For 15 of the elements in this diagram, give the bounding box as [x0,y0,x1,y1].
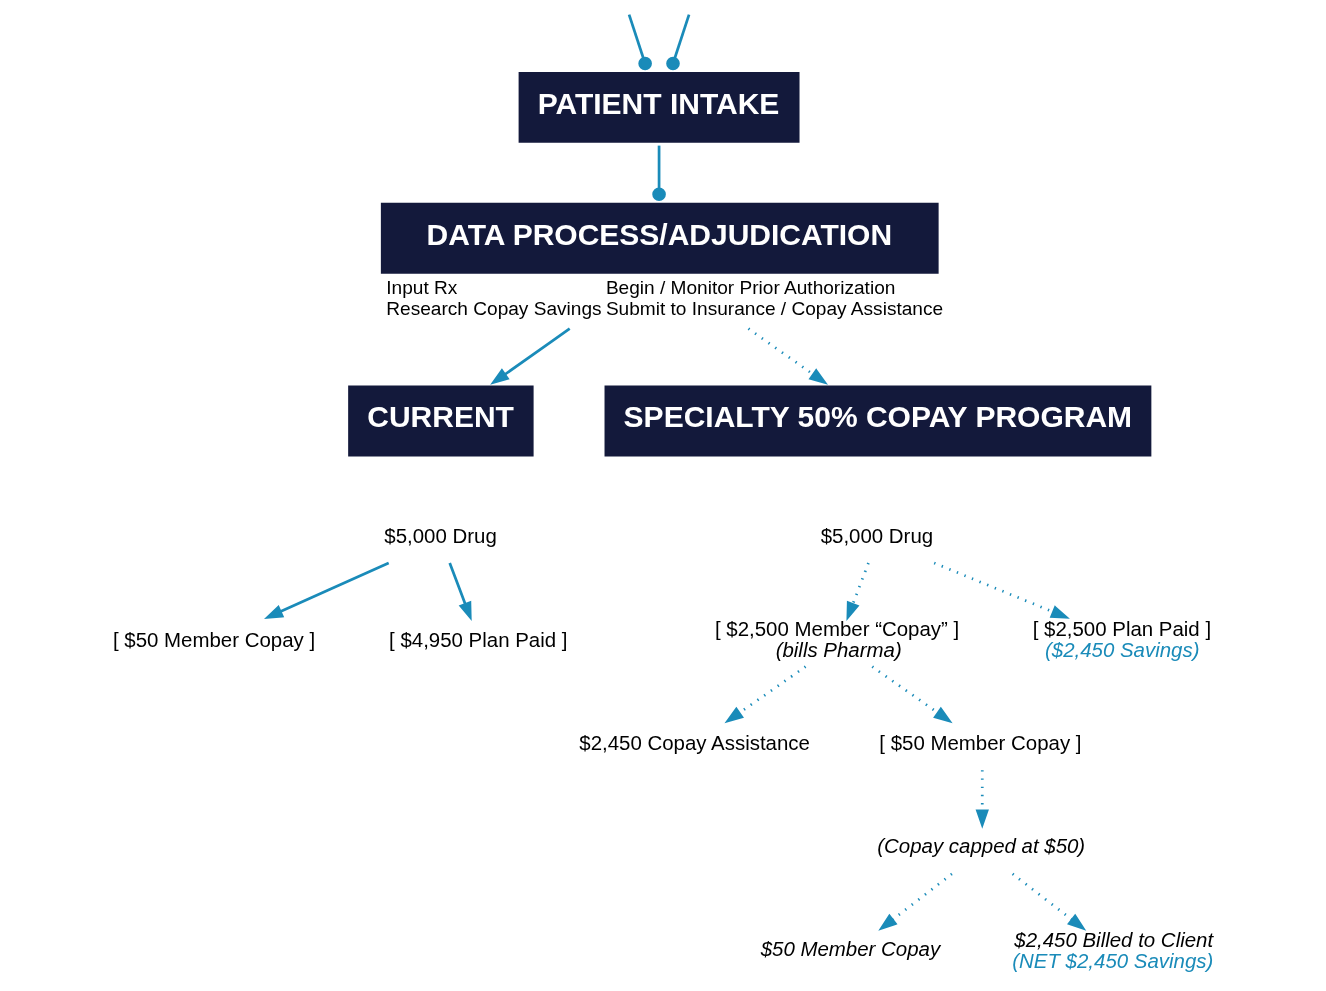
node-text: (Copay capped at $50) [876,833,1085,857]
node-text: $50 Member Copay [760,937,940,961]
node-text: [ $2,500 Member “Copay” ] (bills Pharma) [714,617,959,661]
node-text: [ $4,950 Plan Paid ] [388,627,567,651]
node-text: $2,450 Billed to Client (NET $2,450 Savings) [1011,928,1213,972]
node-label: Input Rx [385,277,457,299]
node-text: $5,000 Drug [820,524,933,548]
node-text: [ $2,500 Plan Paid ] ($2,450 Savings) [1032,617,1211,661]
node-text: [ $50 Member Copay ] [112,627,315,651]
node-label: Begin / Monitor Prior Authorization [605,277,895,299]
node-label: Research Copay Savings [385,297,602,319]
node-text: $2,450 Copay Assistance [578,731,810,755]
node-text: [ $50 Member Copay ] [878,731,1082,755]
node-label: Submit to Insurance / Copay Assistance [605,297,943,319]
node-text: $5,000 Drug [383,524,497,548]
